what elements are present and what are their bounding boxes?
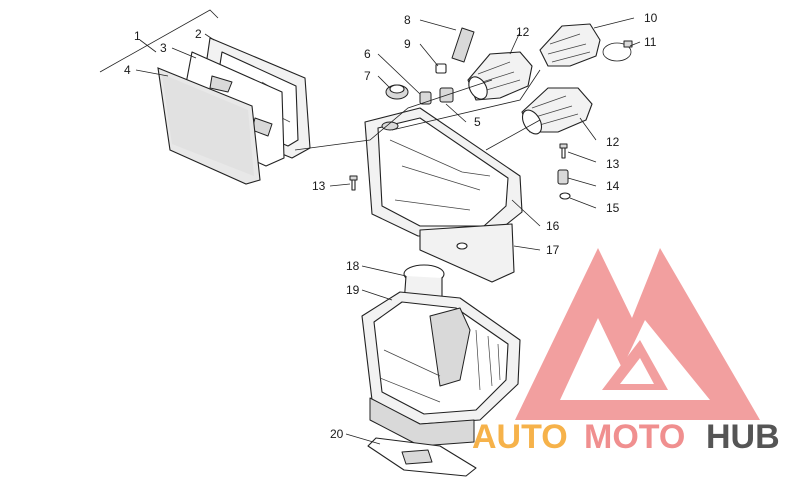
callout-8: 8 [404, 13, 411, 27]
callout-16: 16 [546, 219, 560, 233]
part-8-tube [451, 27, 475, 63]
leader-lines [135, 17, 641, 445]
callout-5: 5 [474, 115, 481, 129]
callout-13-right: 13 [606, 157, 620, 171]
callout-19: 19 [346, 283, 360, 297]
part-4-foam-filter [157, 67, 261, 185]
part-12-boot-upper [467, 51, 533, 101]
part-17-plate [419, 223, 515, 283]
part-20-base-gasket [367, 437, 477, 477]
callout-numbers: 1 2 3 4 5 6 7 8 9 10 11 12 12 13 13 14 1… [124, 11, 658, 441]
callout-9: 9 [404, 37, 411, 51]
part-9-clip [435, 63, 447, 74]
callout-1: 1 [134, 29, 141, 43]
watermark-hub: HUB [706, 418, 780, 456]
callout-20: 20 [330, 427, 344, 441]
callout-2: 2 [195, 27, 202, 41]
callout-1-bracket [99, 9, 219, 73]
watermark-moto: MOTO [584, 418, 685, 456]
part-13-screw-left [349, 175, 358, 191]
callout-12-top: 12 [516, 25, 530, 39]
callout-18: 18 [346, 259, 360, 273]
callout-17: 17 [546, 243, 560, 257]
callout-11: 11 [644, 35, 657, 49]
part-19-airbox-base [361, 291, 521, 447]
part-15-washer [559, 192, 571, 200]
part-13-screw-right [559, 143, 568, 159]
watermark-text: AUTO MOTO HUB [472, 418, 780, 456]
callout-14: 14 [606, 179, 620, 193]
callout-15: 15 [606, 201, 620, 215]
callout-10: 10 [644, 11, 658, 25]
callout-12-bottom: 12 [606, 135, 620, 149]
watermark-auto: AUTO [472, 418, 568, 456]
part-7-grommet [385, 84, 409, 100]
callout-6: 6 [364, 47, 371, 61]
part-16-airbox-lid [364, 107, 523, 237]
watermark-logo [515, 248, 760, 420]
part-11-hose-clamp [602, 40, 633, 62]
part-12-boot-lower [521, 87, 593, 135]
callout-13-left: 13 [312, 179, 326, 193]
callout-4: 4 [124, 63, 131, 77]
part-10-boot [539, 23, 601, 67]
callout-3: 3 [160, 41, 167, 55]
callout-7: 7 [364, 69, 371, 83]
part-14-sensor [557, 169, 569, 185]
